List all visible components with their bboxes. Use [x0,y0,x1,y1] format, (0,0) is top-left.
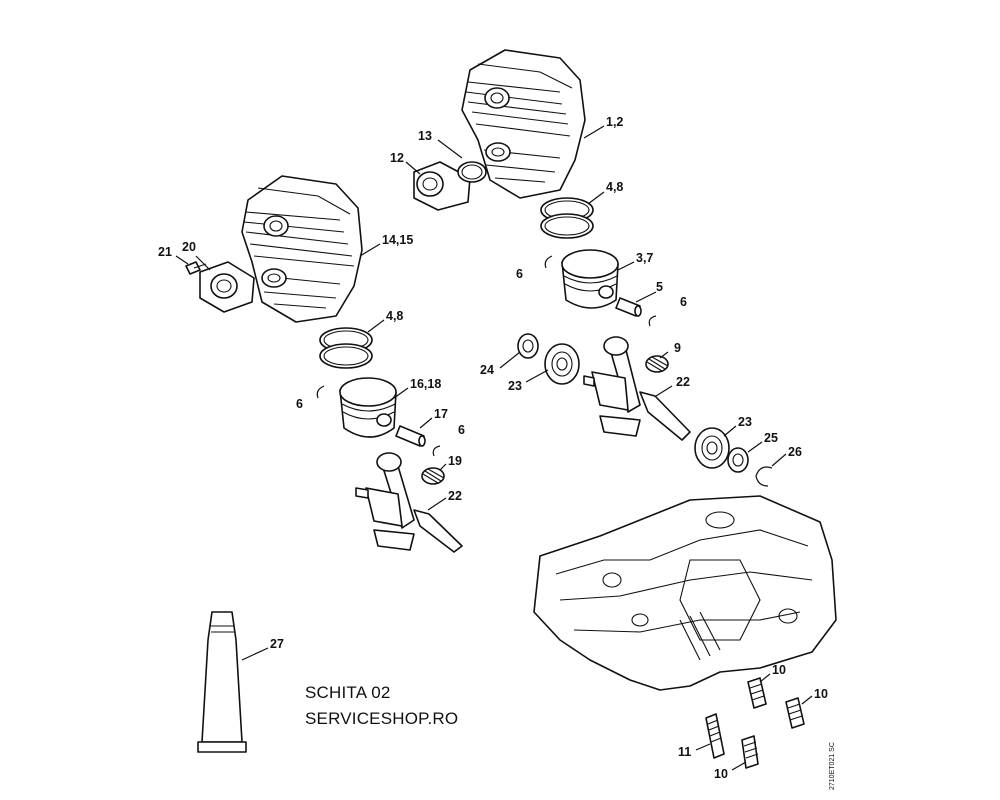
callout-10-c: 10 [714,767,728,781]
caption-line-2: SERVICESHOP.RO [305,709,459,728]
callout-11: 11 [678,745,691,759]
cylinder-lower[interactable] [241,175,363,323]
callout-10-b: 10 [814,687,828,701]
callout-24: 24 [480,363,494,377]
callout-23-b: 23 [738,415,752,429]
oil-seal-24[interactable] [517,333,539,359]
callout-6-b: 6 [680,295,687,309]
callout-23-a: 23 [508,379,522,393]
callout-17: 17 [434,407,448,421]
caption-line-1: SCHITA 02 [305,683,391,702]
crankcase[interactable] [533,495,837,691]
circlip-26[interactable] [755,466,773,487]
callout-21: 21 [158,245,172,259]
callout-10-a: 10 [772,663,786,677]
ball-bearing-23-right[interactable] [694,427,730,469]
callout-4-8-top: 4,8 [606,180,623,194]
callout-3-7: 3,7 [636,251,653,265]
circlip-lower-a[interactable] [316,385,325,399]
callout-26: 26 [788,445,802,459]
ball-bearing-23-left[interactable] [544,343,580,385]
grease-tube[interactable] [197,611,247,753]
circlip-upper-b[interactable] [648,315,657,327]
leader-lines [175,125,813,771]
crankshaft-lower[interactable] [355,452,463,553]
screw-21[interactable] [185,261,207,275]
cylinder-upper[interactable] [461,49,586,199]
needle-cage-9[interactable] [645,355,669,373]
circlip-lower-b[interactable] [432,445,441,457]
hose-clamp[interactable] [457,161,487,183]
piston-rings-lower[interactable] [319,327,373,369]
callout-13: 13 [418,129,432,143]
drawing-id: 2710ET021 SC [829,742,836,790]
callout-labels: 1,2 13 12 4,8 3,7 6 5 6 9 24 23 22 23 25… [158,115,828,781]
callout-20: 20 [182,240,196,254]
callout-1-2: 1,2 [606,115,623,129]
callout-16-18: 16,18 [410,377,441,391]
callout-9: 9 [674,341,681,355]
callout-12: 12 [390,151,404,165]
intake-flange-lower[interactable] [199,261,255,313]
intake-flange-upper[interactable] [413,161,471,211]
callout-6-d: 6 [458,423,465,437]
callout-4-8-left: 4,8 [386,309,403,323]
screw-10-a[interactable] [747,677,767,709]
crankshaft-upper[interactable] [583,336,691,441]
callout-22-left: 22 [448,489,462,503]
callout-6-a: 6 [516,267,523,281]
piston-upper[interactable] [561,249,619,309]
oil-seal-25[interactable] [727,447,749,473]
callout-19: 19 [448,454,462,468]
callout-22-top: 22 [676,375,690,389]
callout-25: 25 [764,431,778,445]
screw-10-b[interactable] [785,697,805,729]
callout-5: 5 [656,280,663,294]
piston-lower[interactable] [339,377,397,438]
screw-11[interactable] [705,713,725,759]
piston-pin-upper[interactable] [615,297,642,317]
callout-6-c: 6 [296,397,303,411]
piston-pin-lower[interactable] [395,425,426,447]
circlip-upper-a[interactable] [544,255,553,269]
needle-cage-19[interactable] [421,467,445,485]
piston-rings-upper[interactable] [540,197,594,239]
callout-27: 27 [270,637,284,651]
screw-10-c[interactable] [741,735,759,769]
callout-14-15: 14,15 [382,233,413,247]
